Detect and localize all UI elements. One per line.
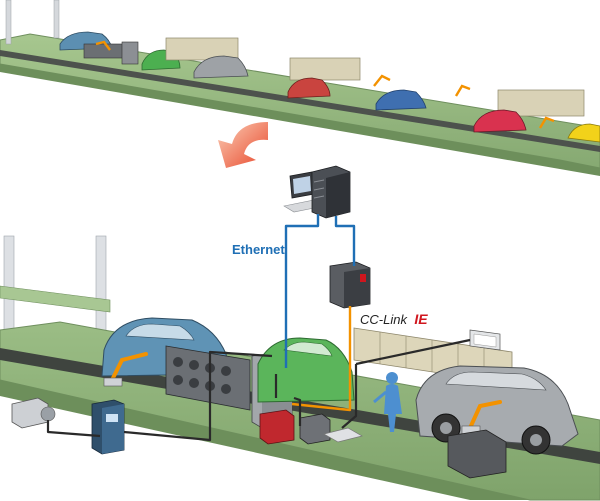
cabinets-top-2 — [289, 57, 361, 81]
server-rack — [311, 165, 351, 219]
cclink-label-suffix: IE — [414, 311, 428, 327]
cclink-ie-cable — [291, 306, 352, 412]
inverter-drive — [91, 399, 125, 455]
production-line-overview — [0, 0, 600, 176]
field-wiring — [46, 338, 471, 442]
servo-motor — [11, 397, 56, 429]
device-station — [447, 429, 507, 479]
signal-units — [259, 409, 363, 445]
cclink-ie-label: CC-Link IE — [360, 311, 428, 328]
car-green — [257, 337, 355, 403]
car-red-top-2 — [473, 109, 527, 133]
plc-controller — [329, 261, 371, 309]
operator-figure — [373, 372, 402, 432]
robot-arm — [110, 352, 502, 430]
car-blue-top-2 — [375, 89, 427, 111]
machinery-bank — [165, 345, 251, 411]
ethernet-label: Ethernet — [232, 242, 285, 257]
transition-arrow — [218, 122, 268, 168]
machinery-top-1 — [83, 41, 139, 65]
cclink-label-prefix: CC-Link — [360, 312, 408, 327]
robot-arm-top — [95, 40, 555, 129]
cabinets-top-1 — [165, 37, 239, 61]
car-silver — [415, 365, 579, 455]
pc-workstation — [283, 171, 325, 213]
car-yellow-top — [567, 123, 600, 143]
hmi-display — [469, 329, 501, 351]
ethernet-cable — [284, 214, 356, 368]
car-silver-top — [193, 55, 249, 79]
car-red-top-1 — [287, 77, 331, 99]
production-line-detail — [0, 235, 600, 501]
